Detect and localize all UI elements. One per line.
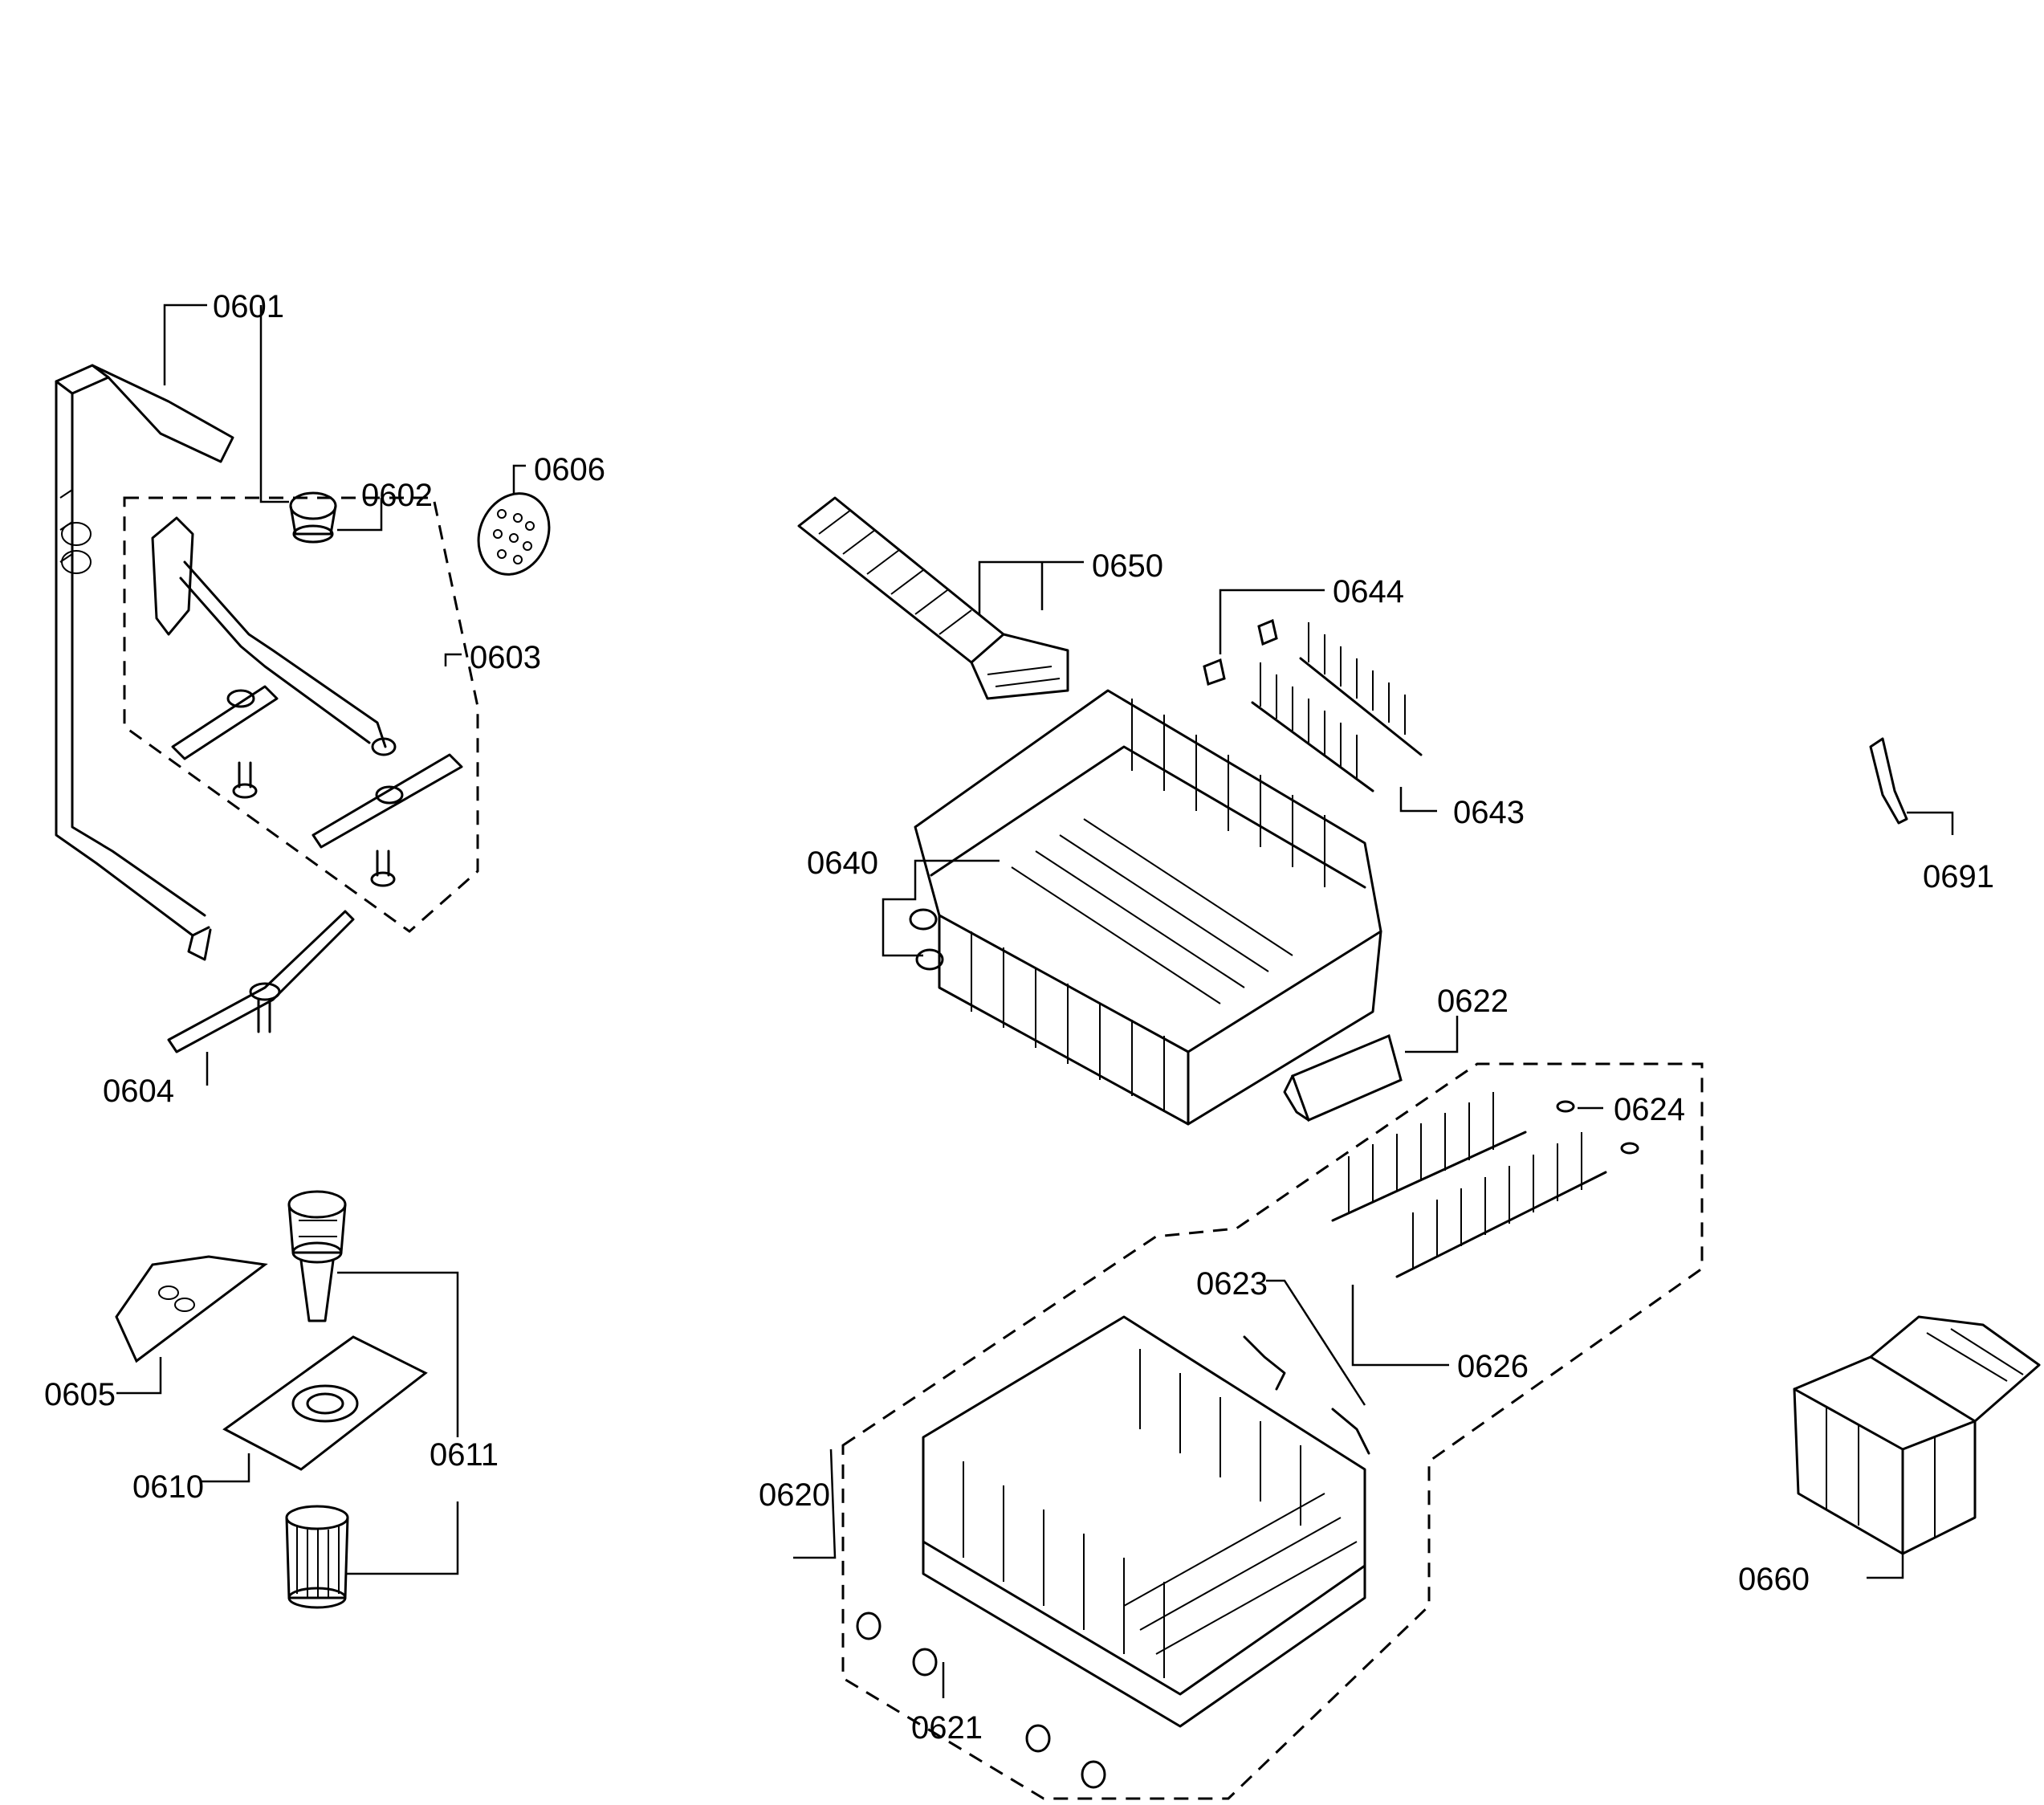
hooks-0623 [1243, 1335, 1370, 1455]
label-0650: 0650 [1092, 548, 1163, 584]
upper-rack-0640 [909, 689, 1382, 1126]
label-0691: 0691 [1923, 859, 1994, 894]
spray-arm-assembly-0603 [151, 516, 463, 887]
label-0623: 0623 [1196, 1266, 1268, 1302]
label-0622: 0622 [1437, 984, 1509, 1019]
tine-row-0643 [1251, 622, 1423, 792]
label-0611: 0611 [430, 1437, 499, 1473]
label-0621: 0621 [911, 1710, 983, 1746]
plate-0610 [222, 1335, 428, 1471]
label-0604: 0604 [103, 1074, 174, 1109]
label-0660: 0660 [1738, 1562, 1810, 1597]
cutlery-basket-0660 [1793, 1315, 2041, 1555]
lower-rack-0620 [922, 1315, 1366, 1728]
part-labels: 0601 0602 0603 0604 0605 0606 0610 0611 … [44, 289, 1994, 1746]
label-0624: 0624 [1614, 1092, 1685, 1127]
tine-row-0626 [1331, 1092, 1639, 1278]
label-0603: 0603 [470, 640, 541, 675]
cup-shelf-0650 [797, 496, 1069, 700]
clip-0691 [1869, 737, 1908, 825]
label-0643: 0643 [1453, 795, 1525, 830]
spray-arm-hub-0602 [289, 491, 337, 544]
shelf-0622 [1283, 1033, 1403, 1123]
clip-0644 [1203, 618, 1278, 686]
lower-spray-arm-0604 [167, 910, 355, 1053]
label-0602: 0602 [361, 478, 433, 513]
label-0644: 0644 [1333, 574, 1404, 609]
assembly-box-0603 [123, 496, 479, 933]
label-0620: 0620 [759, 1477, 830, 1513]
label-0606: 0606 [534, 452, 605, 487]
leader-lines [116, 304, 1954, 1698]
disc-0606 [477, 492, 551, 576]
label-0626: 0626 [1457, 1349, 1529, 1384]
label-0640: 0640 [807, 845, 878, 881]
cover-0605 [115, 1255, 268, 1363]
feed-pipe-0601 [55, 364, 234, 961]
label-0601: 0601 [213, 289, 284, 324]
label-0610: 0610 [132, 1469, 204, 1505]
assembly-box-0620 [841, 1062, 1704, 1800]
filter-0611 [285, 1190, 349, 1609]
label-0605: 0605 [44, 1377, 116, 1412]
rollers-0621 [856, 1611, 1106, 1789]
